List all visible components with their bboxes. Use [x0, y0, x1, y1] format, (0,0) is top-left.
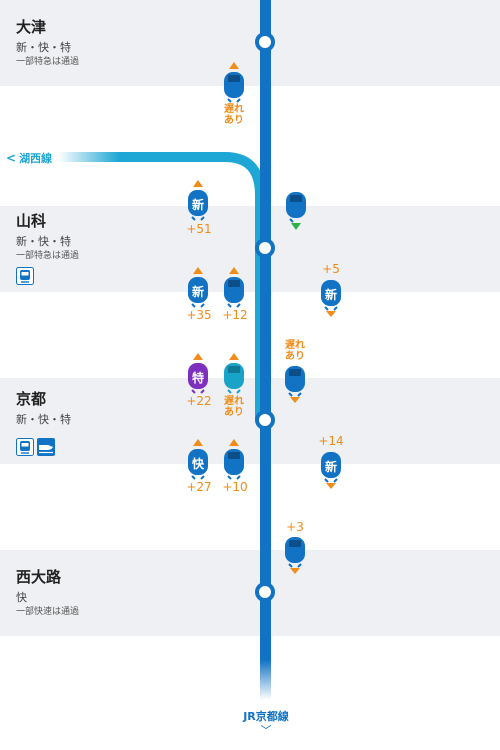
delay-status: 遅れ あり [285, 340, 305, 362]
station-band-nishioji [0, 550, 500, 636]
station-node-kyoto[interactable] [255, 410, 275, 430]
station-kyoto[interactable]: 京都 新・快・特 [16, 390, 71, 456]
station-otsu[interactable]: 大津 新・快・特 一部特急は通過 [16, 18, 79, 68]
delay-status: 遅れ あり [224, 104, 244, 126]
svg-text:新: 新 [192, 284, 204, 299]
station-note: 一部特急は通過 [16, 57, 80, 67]
kosei-line-link[interactable]: < 湖西線 [6, 150, 52, 166]
station-train-types: 新・快・特 [16, 235, 71, 248]
delay-minutes: +27 [186, 480, 212, 494]
station-band-kyoto [0, 378, 500, 464]
station-node-yamashina[interactable] [255, 238, 275, 258]
train-marker[interactable]: 新 [320, 450, 342, 506]
delay-minutes: +12 [222, 308, 248, 322]
station-node-otsu[interactable] [255, 32, 275, 52]
delay-minutes: +22 [186, 394, 212, 408]
svg-text:特: 特 [192, 370, 204, 385]
jr-biwako-main-line [260, 0, 271, 700]
station-band-yamashina [0, 206, 500, 292]
jr-kyoto-line-label[interactable]: JR京都線 [243, 710, 289, 723]
delay-minutes: +14 [318, 434, 344, 448]
station-name: 京都 [16, 390, 47, 408]
station-name: 西大路 [16, 568, 62, 586]
train-marker[interactable] [223, 437, 245, 493]
train-marker[interactable] [285, 186, 307, 242]
train-marker[interactable] [223, 60, 245, 116]
local-train-icon[interactable] [16, 438, 34, 456]
svg-text:新: 新 [325, 459, 337, 474]
station-note: 一部特急は通過 [16, 251, 80, 261]
chevron-down-icon[interactable]: ﹀ [260, 724, 272, 737]
delay-minutes: +3 [286, 520, 304, 534]
train-marker[interactable] [284, 364, 306, 420]
local-train-icon[interactable] [16, 267, 34, 285]
train-marker[interactable] [223, 265, 245, 321]
station-band-otsu [0, 0, 500, 86]
chevron-left-icon: < [6, 151, 17, 165]
delay-minutes: +10 [222, 480, 248, 494]
train-marker[interactable] [284, 535, 306, 591]
train-marker[interactable]: 特 [187, 351, 209, 407]
train-marker[interactable]: 新 [320, 278, 342, 334]
train-type-label: 新 [192, 197, 204, 212]
station-yamashina[interactable]: 山科 新・快・特 一部特急は通過 [16, 212, 79, 285]
train-marker[interactable]: 快 [187, 437, 209, 493]
svg-text:新: 新 [325, 287, 337, 302]
delay-minutes: +35 [186, 308, 212, 322]
station-name: 大津 [16, 18, 47, 36]
delay-minutes: +51 [186, 222, 212, 236]
train-marker[interactable] [223, 351, 245, 407]
station-train-types: 新・快・特 [16, 41, 71, 54]
station-node-nishioji[interactable] [255, 582, 275, 602]
station-nishioji[interactable]: 西大路 快 一部快速は通過 [16, 568, 79, 618]
shinkansen-icon[interactable] [37, 438, 55, 456]
station-name: 山科 [16, 212, 47, 230]
station-note: 一部快速は通過 [16, 607, 80, 617]
train-marker[interactable]: 新 [187, 178, 209, 234]
train-marker[interactable]: 新 [187, 265, 209, 321]
station-train-types: 快 [16, 591, 27, 604]
station-train-types: 新・快・特 [16, 413, 71, 426]
delay-status: 遅れ あり [224, 396, 244, 418]
svg-text:快: 快 [192, 456, 205, 471]
delay-minutes: +5 [322, 262, 340, 276]
kosei-line-label: 湖西線 [19, 152, 53, 165]
